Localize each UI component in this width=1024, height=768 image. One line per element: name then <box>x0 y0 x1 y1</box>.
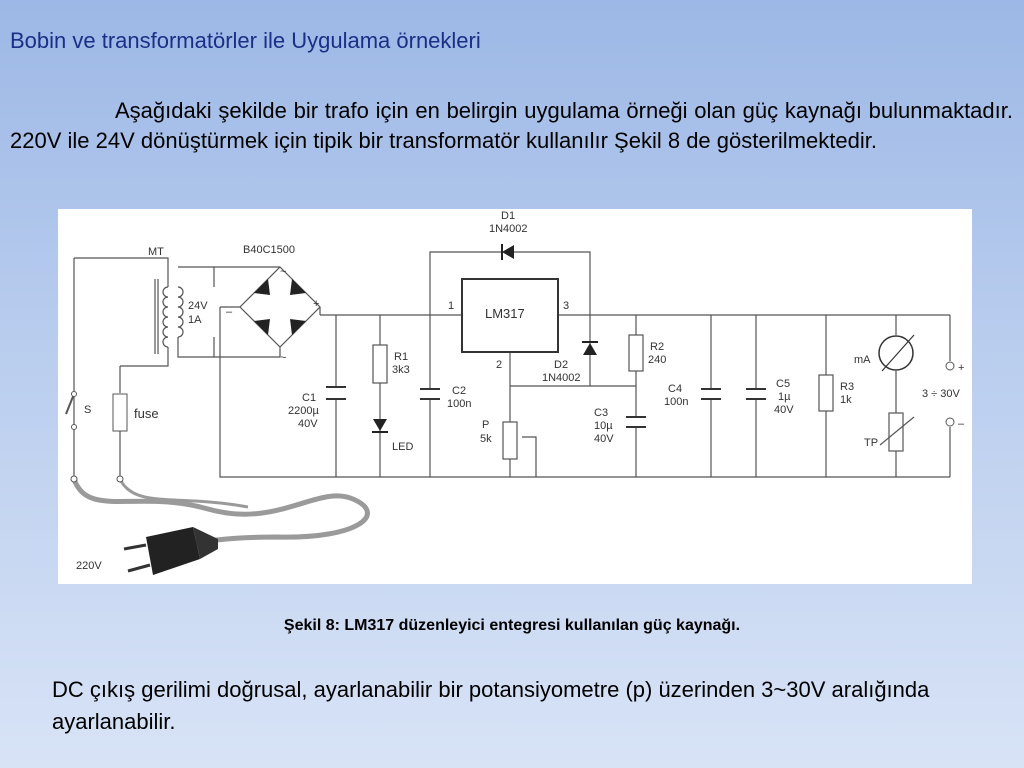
label-c5-voltage: 40V <box>774 404 794 416</box>
plug-neck <box>193 527 218 559</box>
switch-contact-1 <box>71 424 77 430</box>
label-ac-bottom: ~ <box>280 352 286 364</box>
label-d1-part: 1N4002 <box>489 223 528 235</box>
label-pin1: 1 <box>448 300 454 312</box>
label-pin3: 3 <box>563 300 569 312</box>
label-meter: mA <box>854 354 871 366</box>
switch-contact-2 <box>71 391 77 397</box>
mains-terminal-left <box>70 475 78 483</box>
primary-top-wire <box>130 257 169 287</box>
label-c3-voltage: 40V <box>594 433 614 445</box>
label-r2-value: 240 <box>648 354 666 366</box>
pot-resistor <box>502 421 518 460</box>
mains-cable <box>71 478 370 552</box>
led-diode <box>373 419 387 431</box>
slide-title: Bobin ve transformatörler ile Uygulama ö… <box>10 28 481 53</box>
label-c3-value: 10µ <box>594 420 613 432</box>
label-c1-value: 2200µ <box>288 405 319 417</box>
fuse-symbol <box>112 393 128 432</box>
tp-adjust-arrow <box>879 416 915 446</box>
label-d1-name: D1 <box>501 210 515 222</box>
label-mains: 220V <box>76 560 102 572</box>
secondary-bottom-wire <box>177 337 215 358</box>
label-c2-name: C2 <box>452 385 466 397</box>
label-secondary-voltage: 24V <box>188 300 208 312</box>
ammeter-needle <box>881 334 915 372</box>
label-out-minus: – <box>958 418 965 430</box>
label-bridge-minus: – <box>226 306 233 318</box>
d1-diode <box>502 245 514 259</box>
plug-pin-1 <box>123 543 147 551</box>
bridge-diode-4 <box>290 319 306 335</box>
label-c1-voltage: 40V <box>298 418 318 430</box>
primary-bottom-wire <box>120 347 169 367</box>
output-terminal-plus <box>945 361 955 371</box>
label-c5-name: C5 <box>776 378 790 390</box>
label-bridge: B40C1500 <box>243 244 295 256</box>
label-r2-name: R2 <box>650 341 664 353</box>
plug-body <box>146 527 200 575</box>
bridge-diode-3 <box>254 319 270 335</box>
mains-terminal-right <box>116 475 124 483</box>
label-p-value: 5k <box>480 433 492 445</box>
label-c2-value: 100n <box>447 398 471 410</box>
label-switch: S <box>84 404 91 416</box>
label-tp: TP <box>864 437 878 449</box>
label-c5-value: 1µ <box>778 391 791 403</box>
r2-resistor <box>628 334 644 372</box>
label-r3-value: 1k <box>840 394 852 406</box>
figure-caption: Şekil 8: LM317 düzenleyici entegresi kul… <box>283 617 741 634</box>
label-c4-value: 100n <box>664 396 688 408</box>
secondary-top-wire <box>178 266 215 287</box>
label-ac-top: ~ <box>280 266 286 278</box>
label-bridge-plus: + <box>313 298 319 310</box>
label-led: LED <box>392 441 413 453</box>
bridge-diode-2 <box>290 279 306 295</box>
bridge-outline <box>239 266 321 348</box>
plug-pin-2 <box>127 563 151 573</box>
circuit-diagram: MT 24V 1A B40C1500 + – ~ ~ S fuse 220V D… <box>65 210 965 575</box>
r1-resistor <box>372 344 388 384</box>
output-terminal-minus <box>945 417 955 427</box>
label-r1-value: 3k3 <box>392 364 410 376</box>
primary-coil <box>162 286 169 348</box>
secondary-coil <box>177 286 184 338</box>
label-out-plus: + <box>958 362 964 374</box>
pot-wiper-wire <box>522 436 537 477</box>
label-transformer: MT <box>148 246 164 258</box>
intro-paragraph: Aşağıdaki şekilde bir trafo için en beli… <box>10 98 1013 153</box>
label-p-name: P <box>482 419 489 431</box>
label-c4-name: C4 <box>668 383 682 395</box>
label-c1-name: C1 <box>302 392 316 404</box>
label-pin2: 2 <box>496 359 502 371</box>
ground-rail <box>219 307 950 478</box>
label-r1-name: R1 <box>394 351 408 363</box>
ammeter <box>878 335 914 371</box>
label-c3-name: C3 <box>594 407 608 419</box>
d2-diode <box>583 343 597 355</box>
label-d2-part: 1N4002 <box>542 372 581 384</box>
label-secondary-current: 1A <box>188 314 202 326</box>
label-r3-name: R3 <box>840 381 854 393</box>
r3-resistor <box>818 374 834 412</box>
label-lm317: LM317 <box>485 306 525 321</box>
label-fuse: fuse <box>134 406 159 421</box>
mains-cable-2 <box>118 478 249 509</box>
label-d2-name: D2 <box>554 359 568 371</box>
circuit-figure: MT 24V 1A B40C1500 + – ~ ~ S fuse 220V D… <box>58 209 972 584</box>
switch-lever <box>65 393 75 415</box>
bridge-diode-1 <box>254 279 270 295</box>
description-paragraph: DC çıkış gerilimi doğrusal, ayarlanabili… <box>52 677 930 734</box>
lm317-ic <box>461 278 559 353</box>
label-out-range: 3 ÷ 30V <box>922 388 961 400</box>
